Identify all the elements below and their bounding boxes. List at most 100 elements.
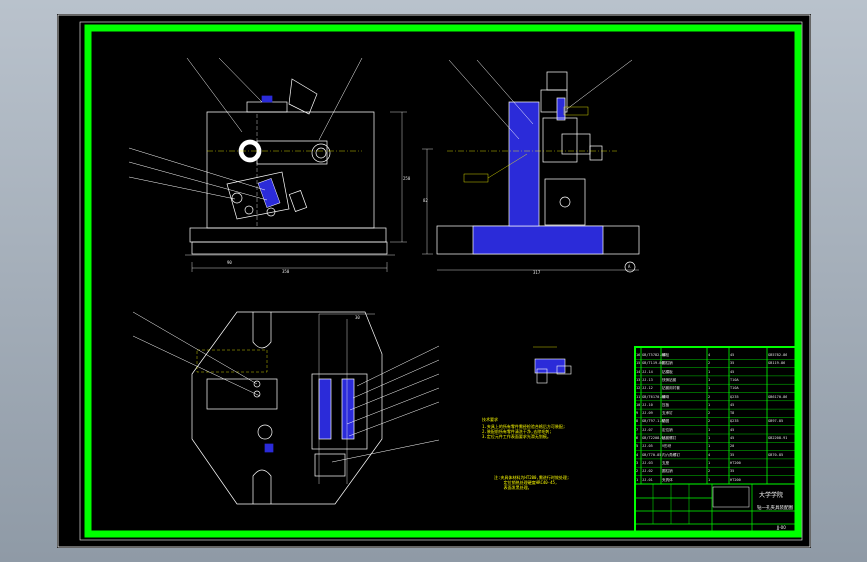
parts-cell: JJ-01 — [642, 477, 653, 482]
parts-cell: T10A — [730, 386, 739, 391]
parts-cell: GB2208-91 — [768, 436, 788, 440]
parts-cell: GB/T97.1-85 — [642, 419, 666, 424]
parts-cell: 6 — [636, 436, 639, 440]
parts-cell: 3 — [636, 460, 639, 465]
parts-cell: 1 — [708, 444, 711, 449]
parts-cell: GB70-85 — [768, 452, 784, 457]
parts-cell: 夹具体 — [662, 477, 673, 482]
parts-cell: 20 — [730, 444, 735, 449]
parts-cell: 圆柱销 — [662, 469, 673, 474]
drawing-number: JJ-00 — [777, 525, 786, 530]
side-view — [422, 59, 640, 273]
parts-cell: 11 — [636, 394, 641, 399]
parts-cell: JJ-09 — [642, 411, 653, 416]
parts-cell: 2 — [708, 411, 711, 416]
parts-cell: 圆柱销 — [662, 361, 673, 366]
side-height-dim: 82 — [423, 198, 428, 203]
side-width-dim: 317 — [533, 270, 541, 275]
front-width-dim: 350 — [282, 269, 290, 274]
title-block — [634, 346, 799, 535]
parts-cell: 45 — [730, 353, 735, 357]
parts-cell: 45 — [730, 402, 735, 407]
parts-cell: 垫圈 — [662, 419, 670, 424]
drawing-title: 钻一孔夹具装配图 — [757, 506, 793, 511]
detail-view — [533, 346, 572, 384]
parts-cell: 2 — [708, 394, 711, 399]
parts-cell: HT200 — [730, 477, 741, 482]
parts-cell: GB5782-86 — [768, 353, 788, 357]
parts-cell: 螺栓 — [662, 353, 670, 357]
parts-cell: 4 — [708, 452, 711, 457]
parts-cell: GB/T5782-86 — [642, 353, 666, 357]
parts-cell: 2 — [708, 419, 711, 424]
tech-requirement-1: 1.夹具上的所有零件需经检验合格后方可装配; — [482, 424, 566, 429]
drawing-viewport[interactable]: 350 250 90 317 82 30 A 技术要求 1.夹具上的所有零件需经… — [57, 14, 811, 548]
front-height-dim: 250 — [403, 176, 411, 181]
parts-cell: 1 — [708, 427, 711, 432]
parts-cell: 14 — [636, 369, 641, 374]
front-view — [128, 57, 407, 272]
parts-cell: 12 — [636, 386, 641, 391]
parts-cell: 2 — [708, 469, 711, 474]
parts-cell: GB119-86 — [768, 361, 786, 366]
parts-cell: 螺母 — [662, 394, 670, 399]
parts-cell: 35 — [730, 469, 735, 474]
plan-view — [132, 311, 440, 505]
parts-cell: 钻模板 — [662, 369, 673, 374]
parts-cell: 钻套螺钉 — [662, 436, 677, 440]
parts-cell: 1 — [708, 436, 711, 440]
parts-cell: 1 — [708, 477, 711, 482]
plan-top-dim: 30 — [355, 315, 360, 320]
front-base-dim: 90 — [227, 260, 232, 265]
parts-cell: GB/T119-86 — [642, 361, 664, 366]
parts-cell: GB6170-86 — [768, 394, 788, 399]
parts-cell: JJ-10 — [642, 402, 653, 407]
parts-cell: V形块 — [662, 444, 672, 449]
parts-cell: GB/T2208-91 — [642, 436, 666, 440]
parts-cell: 1 — [708, 402, 711, 407]
parts-cell: GB/T70-85 — [642, 452, 662, 457]
parts-cell: 快换钻套 — [662, 377, 677, 382]
parts-cell: T10A — [730, 377, 739, 382]
parts-cell: 4 — [708, 353, 711, 357]
cad-drawing-canvas[interactable] — [57, 14, 811, 548]
parts-cell: 1 — [708, 386, 711, 391]
parts-cell: 2 — [708, 361, 711, 366]
parts-cell: Q235 — [730, 394, 739, 399]
parts-cell: 10 — [636, 402, 641, 407]
parts-cell: JJ-07 — [642, 427, 653, 432]
parts-cell: JJ-13 — [642, 377, 653, 382]
parts-cell: T8 — [730, 411, 735, 416]
parts-cell: 15 — [636, 361, 641, 366]
parts-cell: 45 — [730, 436, 735, 440]
parts-cell: JJ-12 — [642, 386, 653, 391]
parts-cell: 45 — [730, 427, 735, 432]
note-1: 注:夹具体材料为HT200,需进行时效处理; — [494, 475, 570, 480]
parts-cell: JJ-05 — [642, 444, 653, 449]
note-2: 定位销热处理硬度HRC40-45, — [494, 480, 558, 485]
parts-cell: GB97-85 — [768, 419, 784, 424]
parts-cell: 2 — [636, 469, 639, 474]
parts-cell: 7 — [636, 427, 639, 432]
parts-cell: 定位销 — [662, 427, 673, 432]
parts-cell: 内六角螺钉 — [662, 452, 680, 457]
parts-cell: JJ-02 — [642, 469, 653, 474]
parts-cell: 1 — [708, 369, 711, 374]
parts-cell: 1 — [708, 377, 711, 382]
parts-cell: 1 — [708, 460, 711, 465]
tech-requirement-2: 2.装配前所有零件清洗干净,去除毛刺; — [482, 429, 552, 434]
tech-requirement-3: 3.定位元件工作表面要求光滑无划痕。 — [482, 434, 551, 439]
parts-cell: JJ-14 — [642, 369, 653, 374]
tech-requirements-heading: 技术要求 — [482, 417, 498, 422]
parts-cell: 支承钉 — [662, 411, 673, 416]
parts-cell: 16 — [636, 353, 641, 357]
parts-cell: JJ-03 — [642, 460, 653, 465]
parts-cell: 13 — [636, 377, 641, 382]
parts-cell: 45 — [730, 369, 735, 374]
parts-cell: 支座 — [662, 460, 670, 465]
parts-cell: 5 — [636, 444, 639, 449]
parts-cell: GB/T6170-86 — [642, 394, 666, 399]
parts-cell: 1 — [636, 477, 639, 482]
parts-cell: 钻套用衬套 — [662, 386, 680, 391]
green-frame — [84, 24, 802, 538]
